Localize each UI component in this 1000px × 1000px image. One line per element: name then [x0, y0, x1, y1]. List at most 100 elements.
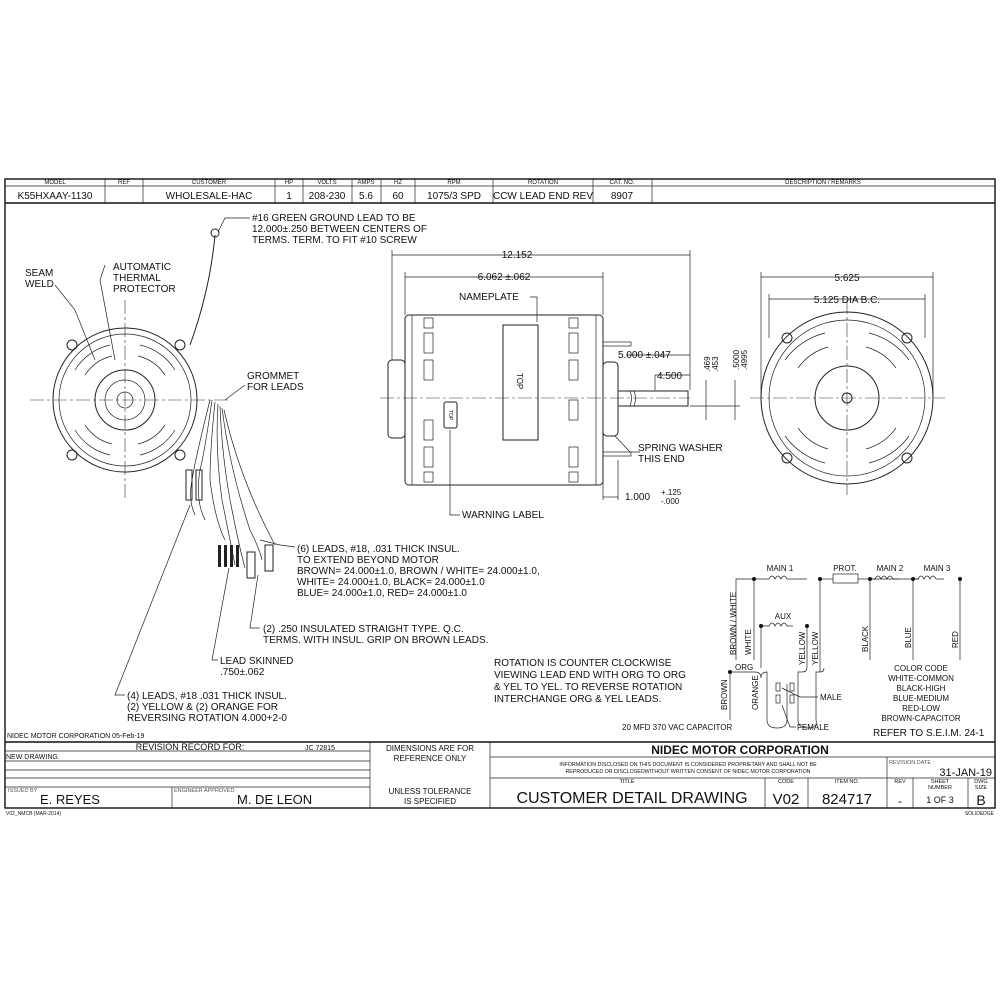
seam-weld-label-2: WELD [25, 279, 54, 290]
issued-by-label: ISSUED BY [8, 788, 38, 794]
color-code-3: BLUE-MEDIUM [893, 694, 949, 703]
dim-flat-dia-max: .469 [703, 356, 712, 372]
leads6-note-3: BROWN= 24.000±1.0, BROWN / WHITE= 24.000… [297, 566, 540, 577]
sheet-label-1: SHEET [931, 779, 950, 785]
stud-tol-plus: +.125 [661, 488, 682, 497]
dim-stud-length: 1.000 [625, 492, 650, 503]
col-customer: CUSTOMER [192, 180, 227, 186]
tolerance-note-2: IS SPECIFIED [404, 797, 456, 806]
issued-by: E. REYES [40, 792, 100, 807]
drawing-title: CUSTOMER DETAIL DRAWING [516, 790, 747, 807]
dim-body-length: 6.062 ±.062 [478, 272, 531, 283]
leads6-note-2: TO EXTEND BEYOND MOTOR [297, 555, 439, 566]
dims-note-1: DIMENSIONS ARE FOR [386, 744, 474, 753]
color-code-title: COLOR CODE [894, 664, 948, 673]
rev-label: REV [894, 779, 906, 785]
dim-shaft-dia-max: .5000 [732, 349, 741, 370]
leads4-note-1: (4) LEADS, #18 .031 THICK INSUL. [127, 691, 287, 702]
shaft-end-view: 5.625 5.125 DIA B.C. [750, 272, 945, 495]
dim-end-width: 5.625 [834, 273, 859, 284]
refer-note: REFER TO S.E.I.M. 24-1 [873, 728, 985, 739]
jc-number: JC 72815 [305, 745, 335, 752]
sheet-label-2: NUMBER [928, 785, 952, 791]
col-cat: CAT. NO. [610, 180, 635, 186]
dim-flat-length: 4.500 [657, 371, 682, 382]
size-label-2: SIZE [975, 785, 988, 791]
warning-top-text: TOP [447, 410, 453, 421]
val-model: K55HXAAY-1130 [18, 191, 93, 202]
male-label: MALE [820, 693, 842, 702]
leads6-note-1: (6) LEADS, #18, .031 THICK INSUL. [297, 544, 460, 555]
capacitor-label: 20 MFD 370 VAC CAPACITOR [622, 723, 732, 732]
female-label: FEMALE [797, 723, 829, 732]
col-model: MODEL [44, 180, 66, 186]
revision-new-drawing: NEW DRAWING. [6, 754, 60, 761]
spring-washer-label-1: SPRING WASHER [638, 443, 723, 454]
title-block: NIDEC MOTOR CORPORATION 05-Feb-19 REVISI… [5, 733, 995, 817]
engineer-label: ENGINEER APPROVED [174, 788, 235, 794]
leads4-note-3: REVERSING ROTATION 4.000+2-0 [127, 713, 287, 724]
thermal-protector-label-3: PROTECTOR [113, 284, 176, 295]
val-cat: 8907 [611, 191, 634, 202]
leads4-note-2: (2) YELLOW & (2) ORANGE FOR [127, 702, 278, 713]
col-description: DESCRIPTION / REMARKS [785, 180, 861, 186]
seam-weld-label-1: SEAM [25, 268, 53, 279]
col-ref: REF [118, 180, 130, 186]
stud-tol-minus: -.000 [661, 497, 680, 506]
wiring-schematic: MAIN 1 PROT. MAIN 2 MAIN 3 AUX BROWN / W… [622, 564, 985, 739]
dim-overall-length: 12.152 [502, 250, 533, 261]
tolerance-note-1: UNLESS TOLERANCE [389, 787, 472, 796]
wire-blue: BLUE [904, 627, 913, 648]
grommet-label-2: FOR LEADS [247, 382, 304, 393]
item-label: ITEM NO. [835, 779, 860, 785]
dim-flat-dia-min: .453 [711, 356, 720, 372]
revision-date: 31-JAN-19 [939, 767, 992, 779]
nameplate-label: NAMEPLATE [459, 292, 519, 303]
rotation-note-3: & YEL TO YEL. TO REVERSE ROTATION [494, 682, 682, 693]
rotation-note-2: VIEWING LEAD END WITH ORG TO ORG [494, 670, 686, 681]
val-rpm: 1075/3 SPD [427, 191, 481, 202]
val-volts: 208-230 [309, 191, 346, 202]
col-volts: VOLTS [317, 180, 336, 186]
lead-end-view: #16 GREEN GROUND LEAD TO BE 12.000±.250 … [25, 213, 540, 724]
dim-bolt-circle: 5.125 DIA B.C. [814, 295, 880, 306]
col-hz: HZ [394, 180, 402, 186]
corp-date: NIDEC MOTOR CORPORATION 05-Feb-19 [7, 733, 145, 740]
rev-value: - [898, 794, 902, 808]
skinned-note-1: LEAD SKINNED [220, 656, 293, 667]
color-code-4: RED-LOW [902, 704, 940, 713]
header-table: MODEL REF CUSTOMER HP VOLTS AMPS HZ RPM … [5, 179, 995, 204]
col-hp: HP [285, 180, 293, 186]
warning-label-text: WARNING LABEL [462, 510, 544, 521]
side-view: 12.152 6.062 ±.062 NAMEPLATE 5.000 ±.047… [380, 250, 749, 521]
ground-lead-note-3: TERMS. TERM. TO FIT #10 SCREW [252, 235, 417, 246]
item-number: 824717 [822, 791, 872, 808]
val-hz: 60 [392, 191, 404, 202]
proprietary-2: REPRODUCED OR DISCLOSEDWITHOUT WRITTEN C… [565, 769, 810, 775]
engineer-approved: M. DE LEON [237, 792, 312, 807]
drawing-border [4, 178, 996, 809]
rotation-note: ROTATION IS COUNTER CLOCKWISE VIEWING LE… [494, 658, 686, 705]
org-label: ORG [735, 663, 753, 672]
size-label-1: DWG [974, 779, 987, 785]
thermal-protector-label-2: THERMAL [113, 273, 161, 284]
color-code-2: BLACK-HIGH [897, 684, 946, 693]
wire-red: RED [951, 631, 960, 648]
ground-lead-note-2: 12.000±.250 BETWEEN CENTERS OF [252, 224, 427, 235]
form-number: V02_NMCB (MAR-2014) [6, 811, 61, 817]
wire-brown: BROWN [720, 679, 729, 710]
cad-label: SOLIDEDGE [965, 811, 995, 817]
thermal-protector-label-1: AUTOMATIC [113, 262, 171, 273]
qc-note-1: (2) .250 INSULATED STRAIGHT TYPE. Q.C. [263, 624, 464, 635]
title-label: TITLE [620, 779, 635, 785]
code-value: V02 [773, 791, 800, 808]
col-amps: AMPS [357, 180, 374, 186]
warning-label [443, 401, 458, 429]
dim-shaft-length: 5.000 ±.047 [618, 350, 671, 361]
wire-yellow-2: YELLOW [811, 631, 820, 665]
main2-label: MAIN 2 [877, 564, 904, 573]
wire-orange: ORANGE [751, 675, 760, 710]
revision-record-label: REVISION RECORD FOR: [136, 742, 245, 752]
prot-label: PROT. [833, 564, 857, 573]
